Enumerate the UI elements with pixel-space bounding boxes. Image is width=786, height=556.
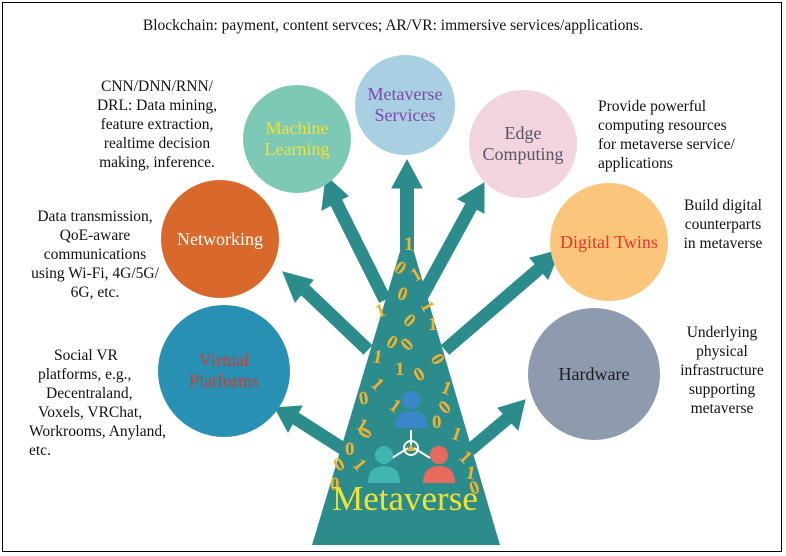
node-label-line1: Machine — [265, 118, 329, 138]
binary-digit: 1 — [464, 462, 477, 484]
binary-digit: 0 — [330, 474, 340, 495]
branch-twins — [440, 263, 545, 355]
branch-edge — [414, 201, 478, 304]
arrowhead-ml — [321, 174, 349, 211]
desc-line: platforms, e.g., — [38, 366, 132, 383]
node-label-line2: Computing — [482, 144, 564, 164]
desc-line: infrastructure — [680, 362, 764, 379]
desc-line: physical — [696, 343, 748, 360]
desc-line: QoE-aware — [59, 227, 131, 244]
node-label-line2: Learning — [264, 139, 330, 159]
desc-line: metaverse — [690, 400, 754, 417]
desc-line: Workrooms, Anyland, — [29, 423, 166, 440]
desc-line: communications — [43, 246, 147, 263]
branch-ml — [329, 197, 391, 303]
desc-line: for metaverse service/ — [598, 136, 735, 153]
arrowhead-networking — [282, 271, 314, 303]
binary-digit: 0 — [345, 439, 355, 460]
desc-virtual-platforms: Social VR platforms, e.g., Decentraland,… — [24, 346, 166, 460]
node-label-line1: Metaverse — [367, 84, 443, 104]
desc-line: Provide powerful — [598, 98, 707, 115]
desc-line: CNN/DNN/RNN/ — [101, 78, 213, 95]
desc-machine-learning: CNN/DNN/RNN/ DRL: Data mining, feature e… — [77, 77, 237, 172]
binary-digit: 1 — [428, 314, 438, 335]
desc-hardware: Underlying physical infrastructure suppo… — [672, 323, 772, 418]
desc-line: Voxels, VRChat, — [38, 404, 143, 421]
node-label-line2: Services — [374, 105, 436, 125]
arrowhead-hardware — [497, 399, 526, 432]
desc-line: counterparts — [684, 216, 762, 233]
binary-digit: 1 — [395, 359, 405, 380]
desc-line: computing resources — [598, 117, 727, 134]
branch-networking — [300, 285, 373, 355]
node-networking: Networking — [161, 180, 279, 298]
arrowhead-edge — [456, 182, 485, 214]
node-label-line2: Platforms — [189, 371, 259, 391]
binary-digit: 0 — [357, 388, 370, 410]
users-icon — [368, 391, 455, 483]
branch-hardware — [465, 413, 513, 455]
node-label: Hardware — [558, 363, 630, 384]
branch-virtual — [291, 412, 349, 456]
node-label: Networking — [177, 228, 263, 249]
binary-digit: 1 — [404, 234, 414, 255]
desc-line: Underlying — [686, 324, 758, 341]
desc-line: Build digital — [684, 197, 762, 214]
node-digital-twins: Digital Twins — [550, 183, 668, 301]
desc-line: in metaverse — [683, 235, 763, 252]
tree-trunk — [312, 228, 500, 545]
desc-line: 6G, etc. — [70, 284, 120, 301]
desc-line: Social VR — [54, 347, 118, 364]
node-label-line1: Virtual — [199, 350, 249, 370]
desc-line: realtime decision — [103, 135, 211, 152]
desc-line: using Wi-Fi, 4G/5G/ — [31, 265, 159, 282]
desc-digital-twins: Build digital counterparts in metaverse — [668, 196, 778, 253]
arrowhead-services — [391, 158, 423, 189]
desc-line: Data transmission, — [37, 208, 153, 225]
desc-networking: Data transmission, QoE-aware communicati… — [20, 207, 170, 302]
desc-edge-computing: Provide powerful computing resources for… — [598, 97, 778, 173]
top-note: Blockchain: payment, content servces; AR… — [142, 17, 644, 34]
center-label: Metaverse — [332, 479, 478, 518]
desc-line: feature extraction, — [100, 116, 214, 133]
node-label: Digital Twins — [560, 231, 658, 252]
desc-line: Decentraland, — [46, 385, 133, 402]
desc-line: making, inference. — [99, 154, 215, 171]
binary-digit: 0 — [432, 412, 442, 433]
arrowhead-virtual — [274, 405, 303, 434]
desc-line: etc. — [29, 442, 51, 459]
desc-line: DRL: Data mining, — [96, 97, 218, 114]
node-label-line1: Edge — [504, 123, 542, 143]
desc-line: applications — [598, 155, 673, 172]
node-hardware: Hardware — [528, 308, 660, 440]
desc-line: supporting — [688, 381, 756, 398]
binary-digit: 1 — [371, 346, 384, 368]
